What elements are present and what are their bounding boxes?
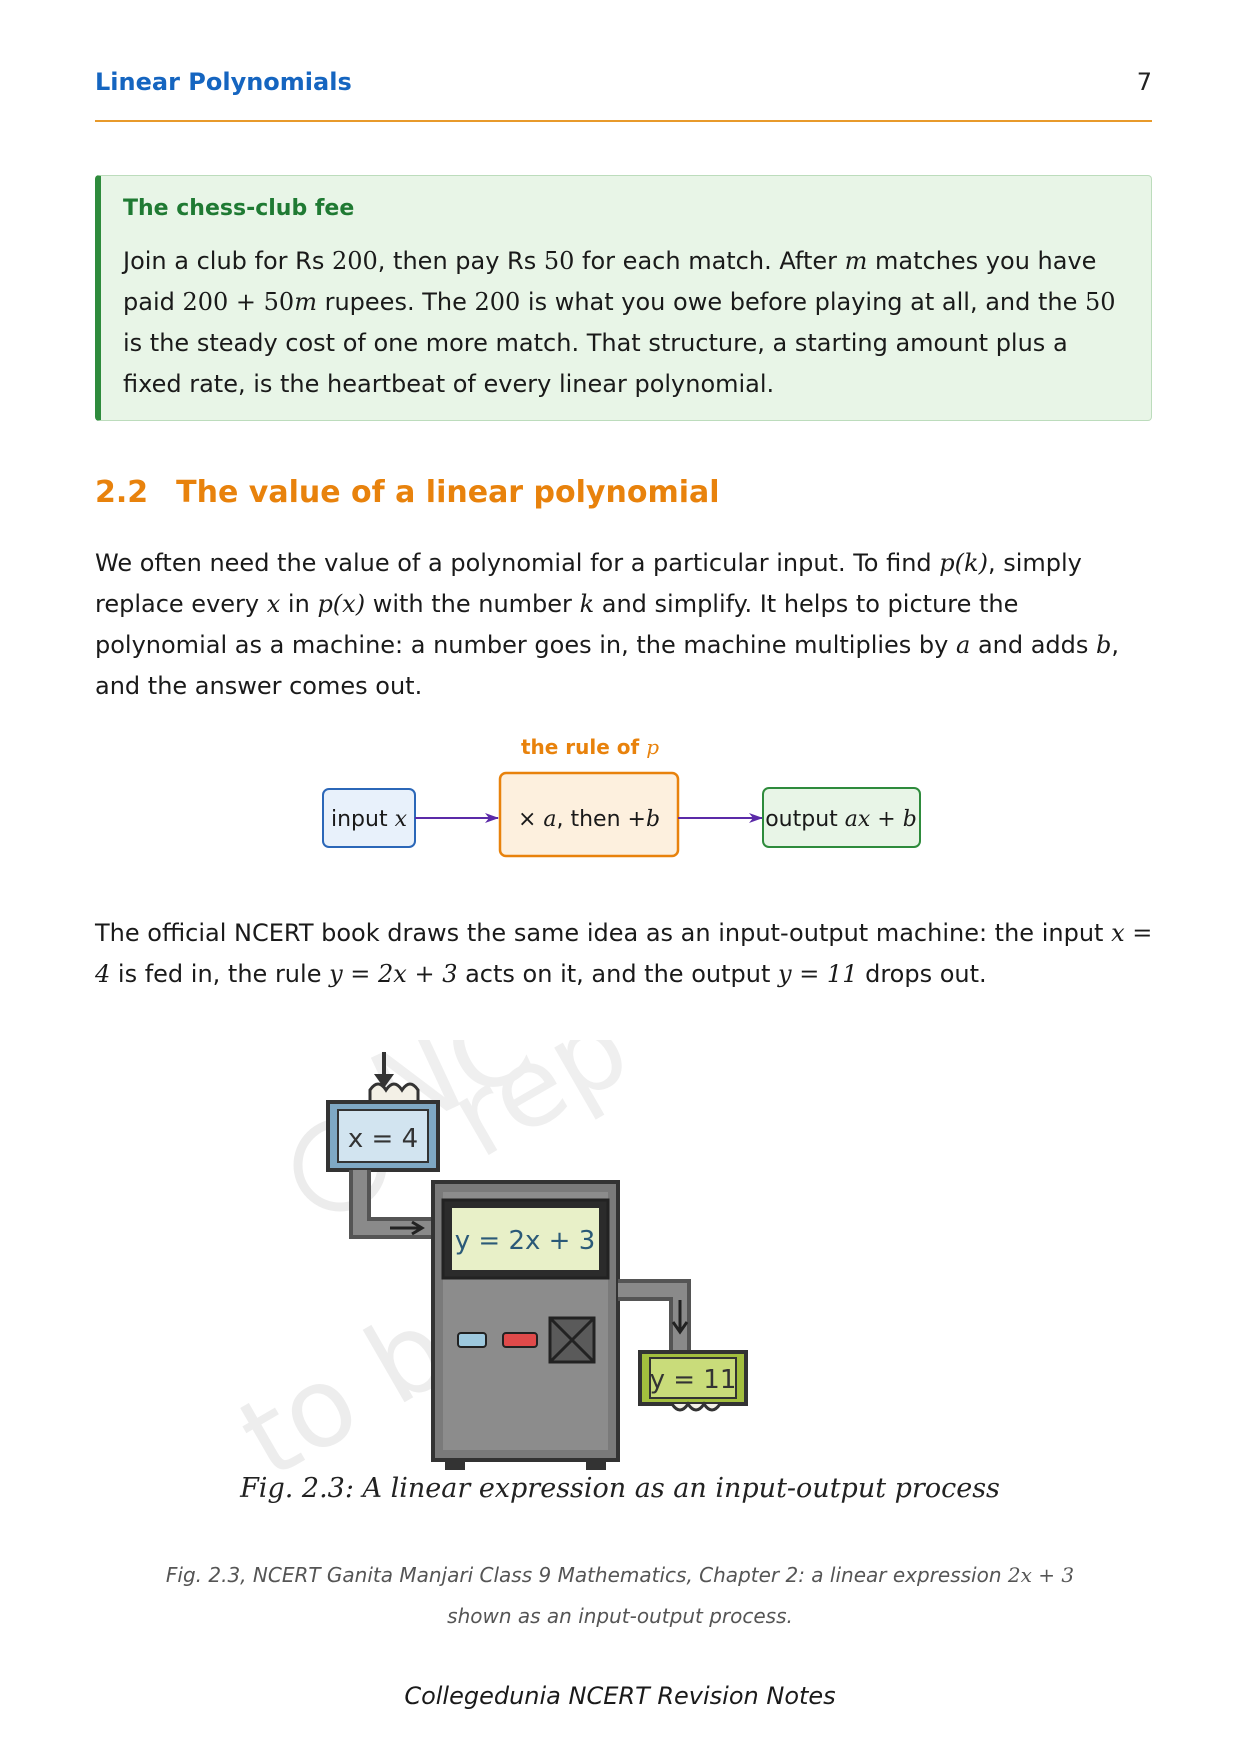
figure-caption: Fig. 2.3, NCERT Ganita Manjari Class 9 M… <box>140 1555 1100 1637</box>
text: for each match. After <box>574 247 845 275</box>
math: 200 <box>331 247 378 275</box>
math: 200 <box>474 288 521 316</box>
section-number: 2.2 <box>95 475 149 510</box>
math: 2x + 3 <box>1007 1563 1075 1587</box>
math: 50 <box>1085 288 1116 316</box>
rule-box <box>498 771 680 858</box>
red-button <box>502 1332 538 1348</box>
rule-operation: × a, then +b <box>518 807 660 832</box>
text: Fig. 2.3, NCERT Ganita Manjari Class 9 M… <box>165 1563 1008 1587</box>
output-box <box>762 787 921 848</box>
text: , simply replace every <box>95 549 1082 618</box>
text: is the steady cost of one more match. Th… <box>123 329 1068 398</box>
machine-foot <box>445 1458 465 1470</box>
machine-screen <box>452 1208 599 1270</box>
text: drops out. <box>857 960 987 988</box>
math: x = 4 <box>95 919 1153 988</box>
callout-title: The chess-club fee <box>123 196 355 221</box>
section-heading: 2.2 The value of a linear polynomial <box>95 475 720 510</box>
running-header-title: Linear Polynomials <box>95 68 352 96</box>
hand-icon <box>670 1401 722 1412</box>
text: The official NCERT book draws the same i… <box>95 919 1112 947</box>
machine-foot <box>586 1458 606 1470</box>
ncert-machine-illustration: NC to b rep x = 4 y = 2x + 3 y = 11 <box>240 1040 748 1503</box>
rule-display: y = 2x + 3 <box>455 1226 596 1256</box>
output-card-face <box>649 1357 737 1399</box>
header-divider <box>95 120 1152 122</box>
output-label: output ax + b <box>765 807 917 832</box>
paragraph-ncert-machine: The official NCERT book draws the same i… <box>95 913 1155 995</box>
page-footer: Collegedunia NCERT Revision Notes <box>404 1682 836 1710</box>
hand-icon <box>368 1082 420 1104</box>
output-pipe <box>618 1279 691 1352</box>
section-title: The value of a linear polynomial <box>176 475 720 510</box>
text: is what you owe before playing at all, a… <box>520 288 1085 316</box>
output-pipe-arrow-icon <box>671 1300 689 1335</box>
rule-label: the rule of p <box>521 735 659 759</box>
math: x <box>266 590 281 618</box>
text: is fed in, the rule <box>110 960 330 988</box>
math: b <box>1096 631 1112 659</box>
math: a <box>956 631 971 659</box>
text: with the number <box>365 590 580 618</box>
polynomial-machine-diagram: the rule of p input x × a, then +b outpu… <box>322 735 921 858</box>
math: p(x) <box>317 590 366 618</box>
math: m <box>294 288 317 316</box>
math: 50 <box>543 247 575 275</box>
output-slot-cross <box>548 1316 596 1364</box>
text: acts on it, and the output <box>457 960 778 988</box>
text: We often need the value of a polynomial … <box>95 549 940 577</box>
text: rupees. The <box>316 288 475 316</box>
text: shown as an input-output process. <box>447 1604 793 1628</box>
watermark-shape: rep <box>429 1040 649 1183</box>
math: y = 2x + 3 <box>329 960 458 988</box>
input-display: x = 4 <box>348 1124 418 1154</box>
math: y = 11 <box>778 960 858 988</box>
blue-button <box>457 1332 487 1348</box>
output-display: y = 11 <box>650 1365 737 1395</box>
text: Join a club for Rs <box>123 247 332 275</box>
input-label: input x <box>331 807 408 832</box>
text: and simplify. It helps to picture the po… <box>95 590 1019 659</box>
math: k <box>579 590 595 618</box>
pipe-arrow-icon <box>390 1220 425 1236</box>
math: 200 + 50 <box>182 288 295 316</box>
paragraph-value-of-polynomial: We often need the value of a polynomial … <box>95 543 1155 707</box>
page-number: 7 <box>1136 68 1152 96</box>
text: , and the answer comes out. <box>95 631 1120 700</box>
math: p(k) <box>939 549 988 577</box>
math: m <box>844 247 868 275</box>
text: in <box>280 590 318 618</box>
text: , then pay Rs <box>377 247 544 275</box>
text: and adds <box>970 631 1097 659</box>
input-card-face <box>337 1109 429 1163</box>
callout-body: Join a club for Rs 200, then pay Rs 50 f… <box>123 241 1128 405</box>
text: matches you have paid <box>123 247 1097 316</box>
figure-inline-caption: Fig. 2.3: A linear expression as an inpu… <box>240 1473 1000 1504</box>
chess-club-callout: The chess-club fee Join a club for Rs 20… <box>95 175 1152 421</box>
